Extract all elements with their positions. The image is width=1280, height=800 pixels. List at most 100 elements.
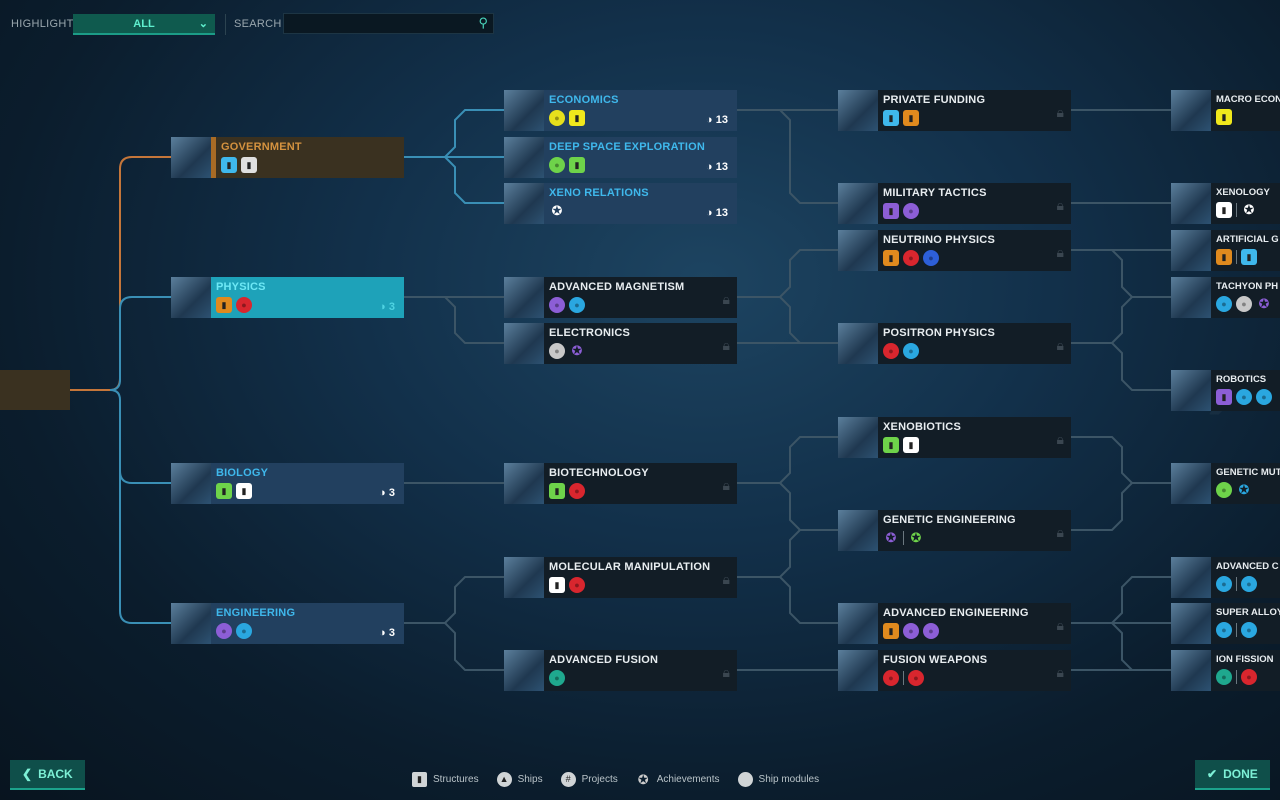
lock-icon: 🔒︎ [1056, 197, 1064, 213]
tech-node[interactable]: ELECTRONICS●✪🔒︎ [504, 323, 737, 364]
tech-thumbnail [838, 510, 878, 551]
tech-node-body: MILITARY TACTICS ▮●🔒︎ [878, 183, 1071, 224]
lock-icon: 🔒︎ [722, 664, 730, 680]
tech-node[interactable]: NEUTRINO PHYSICS▮●●🔒︎ [838, 230, 1071, 271]
achievement-icon: ✪ [1243, 202, 1255, 217]
tech-node[interactable]: ION FISSION●●🔒︎ [1171, 650, 1280, 691]
turns-value: 3 [388, 301, 395, 313]
tech-node[interactable]: GOVERNMENT ▮▮ [171, 137, 404, 178]
tech-title: GOVERNMENT [221, 141, 302, 153]
unlock-badges: ▮● [883, 203, 1071, 219]
tech-node-body: ADVANCED MAGNETISM●●🔒︎ [544, 277, 737, 318]
done-button[interactable]: ✔DONE [1195, 760, 1270, 790]
ship-icon: ● [903, 250, 919, 266]
tech-node[interactable]: ROBOTICS▮●●🔒︎ [1171, 370, 1280, 411]
unlock-badges: ▮● [549, 483, 737, 499]
ship-icon: ● [1216, 576, 1232, 592]
tech-node[interactable]: FUSION WEAPONS●●🔒︎ [838, 650, 1071, 691]
lock-icon: 🔒︎ [1056, 617, 1064, 633]
badge-divider [1236, 623, 1237, 637]
tech-node[interactable]: MOLECULAR MANIPULATION▮●🔒︎ [504, 557, 737, 598]
tech-node[interactable]: ADVANCED C●●🔒︎ [1171, 557, 1280, 598]
chevron-down-icon: ⌄ [198, 18, 208, 30]
unlock-badges: ▮▮ [216, 483, 404, 499]
lock-icon: 🔒︎ [722, 477, 730, 493]
tech-node[interactable]: PRIVATE FUNDING▮▮🔒︎ [838, 90, 1071, 131]
done-label: DONE [1223, 767, 1258, 781]
tech-thumbnail [1171, 463, 1211, 504]
ship-icon: ● [883, 670, 899, 686]
tech-node-body: NEUTRINO PHYSICS▮●●🔒︎ [878, 230, 1071, 271]
tech-node[interactable]: BIOLOGY▮▮◑ 3 [171, 463, 404, 504]
tech-node[interactable]: DEEP SPACE EXPLORATION●▮◑ 13 [504, 137, 737, 178]
unlock-badges: ▮ [1216, 109, 1280, 125]
tech-node[interactable]: MILITARY TACTICS ▮●🔒︎ [838, 183, 1071, 224]
ship-icon: ● [923, 250, 939, 266]
root-node[interactable] [0, 370, 70, 410]
tech-node-body: TACHYON PH●●✪🔒︎ [1211, 277, 1280, 318]
tech-node[interactable]: BIOTECHNOLOGY▮●🔒︎ [504, 463, 737, 504]
unlock-badges: ▮✪ [1216, 202, 1280, 218]
tech-node[interactable]: TACHYON PH●●✪🔒︎ [1171, 277, 1280, 318]
legend-ship-modules: Ship modules [737, 772, 819, 787]
tech-node[interactable]: XENO RELATIONS✪◑ 13 [504, 183, 737, 224]
unlock-badges: ▮▮ [221, 157, 404, 173]
structure-icon: ▮ [883, 437, 899, 453]
tech-thumbnail [504, 137, 544, 178]
unlock-badges: ●✪ [549, 343, 737, 359]
tech-thumbnail [1171, 603, 1211, 644]
tech-title: MILITARY TACTICS [883, 187, 987, 199]
ship-icon: ● [1216, 296, 1232, 312]
legend-label: Projects [581, 774, 618, 786]
turns-value: 13 [715, 161, 728, 173]
lock-icon: 🔒︎ [722, 337, 730, 353]
unlock-badges: ●▮ [549, 110, 737, 126]
legend-structures: ▮ Structures [412, 772, 479, 787]
tech-node[interactable]: SUPER ALLOY●●🔒︎ [1171, 603, 1280, 644]
structure-icon: ▮ [1216, 389, 1232, 405]
unlock-badges: ✪ [549, 203, 737, 219]
tech-node[interactable]: XENOBIOTICS▮▮🔒︎ [838, 417, 1071, 458]
tech-title: MACRO ECON [1216, 94, 1280, 105]
achievement-icon: ✪ [885, 530, 897, 545]
search-input[interactable]: ⚲ [283, 13, 494, 34]
ship-icon: ● [903, 343, 919, 359]
unlock-badges: ●● [1216, 622, 1280, 638]
tech-node-body: SUPER ALLOY●●🔒︎ [1211, 603, 1280, 644]
unlock-badges: ▮●● [1216, 389, 1280, 405]
tech-title: MOLECULAR MANIPULATION [549, 561, 711, 573]
unlock-badges: ●▮ [549, 157, 737, 173]
tech-node[interactable]: XENOLOGY▮✪🔒︎ [1171, 183, 1280, 224]
tech-node[interactable]: MACRO ECON▮🔒︎ [1171, 90, 1280, 131]
tech-thumbnail [838, 323, 878, 364]
tech-node[interactable]: ADVANCED ENGINEERING▮●●🔒︎ [838, 603, 1071, 644]
ship-icon: ● [549, 110, 565, 126]
unlock-badges: ●● [1216, 669, 1280, 685]
tech-title: PRIVATE FUNDING [883, 94, 986, 106]
legend-label: Structures [433, 774, 479, 786]
tech-node[interactable]: ECONOMICS●▮◑ 13 [504, 90, 737, 131]
back-button[interactable]: ❮BACK [10, 760, 85, 790]
tech-title: ROBOTICS [1216, 374, 1267, 385]
highlight-dropdown[interactable]: ALL⌄ [73, 14, 215, 35]
tech-node[interactable]: ADVANCED FUSION●🔒︎ [504, 650, 737, 691]
turns-value: 3 [388, 487, 395, 499]
tech-title: XENO RELATIONS [549, 187, 649, 199]
tech-node[interactable]: ADVANCED MAGNETISM●●🔒︎ [504, 277, 737, 318]
tech-node[interactable]: GENETIC ENGINEERING✪✪🔒︎ [838, 510, 1071, 551]
tech-node[interactable]: ARTIFICIAL G▮▮🔒︎ [1171, 230, 1280, 271]
tech-title: DEEP SPACE EXPLORATION [549, 141, 705, 153]
tech-node[interactable]: ENGINEERING●●◑ 3 [171, 603, 404, 644]
ship-icon: ▲ [496, 772, 512, 787]
tech-node[interactable]: GENETIC MUT●✪🔒︎ [1171, 463, 1280, 504]
tech-thumbnail [1171, 90, 1211, 131]
tech-node[interactable]: PHYSICS▮●◑ 3 [171, 277, 404, 318]
tech-node[interactable]: POSITRON PHYSICS●●🔒︎ [838, 323, 1071, 364]
structure-icon: ▮ [412, 772, 427, 787]
badge-divider [1236, 250, 1237, 264]
tech-title: GENETIC MUT [1216, 467, 1280, 478]
tech-node-body: MOLECULAR MANIPULATION▮●🔒︎ [544, 557, 737, 598]
badge-divider [903, 531, 904, 545]
ship-icon: ● [236, 623, 252, 639]
tech-title: ADVANCED ENGINEERING [883, 607, 1029, 619]
